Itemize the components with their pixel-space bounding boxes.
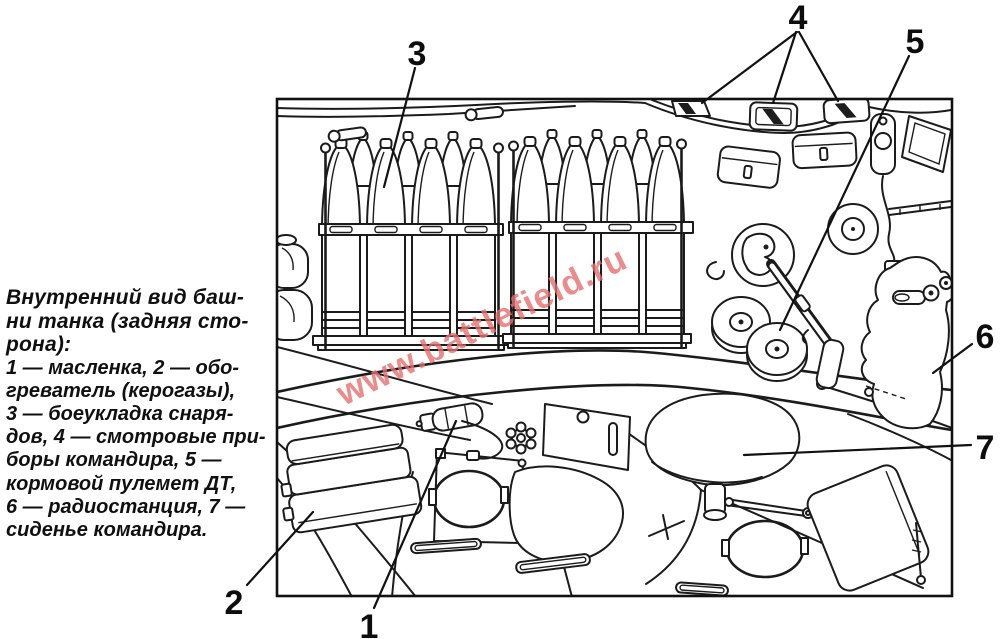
commander-seat	[644, 392, 814, 540]
dt-machine-gun	[766, 259, 845, 390]
callout-4: 4	[789, 0, 808, 37]
floor-hatch-right	[721, 519, 809, 579]
center-floor-box	[508, 465, 624, 564]
periscope-3	[822, 99, 871, 125]
gear-knob	[505, 421, 537, 455]
callout-leader-lines	[245, 30, 974, 610]
leader-6	[931, 342, 974, 375]
seat-support-arm	[725, 498, 807, 517]
callout-7: 7	[976, 429, 995, 467]
periscope-2	[748, 101, 799, 132]
caption-title: Внутренний вид баш- ни танка (задняя сто…	[6, 286, 249, 356]
floor-hatch-panel-left	[428, 448, 527, 544]
spare-barrel-tubes	[277, 234, 313, 341]
heater-kerogas	[280, 423, 423, 534]
periscope-1	[671, 100, 711, 117]
callout-1: 1	[360, 608, 379, 639]
ammo-rack	[312, 129, 694, 351]
figure-frame	[275, 97, 954, 598]
periscope-housings	[671, 99, 871, 132]
leader-2	[245, 510, 315, 587]
adjust-lever	[648, 514, 685, 540]
antenna-bracket	[870, 113, 952, 216]
callout-2: 2	[225, 584, 244, 622]
oil-can-tube	[461, 420, 504, 460]
callout-3: 3	[408, 35, 427, 73]
signal-panel	[901, 115, 952, 173]
antenna-cable	[881, 175, 896, 263]
wall-disc	[827, 203, 879, 255]
leader-3	[382, 66, 417, 189]
radio-set	[860, 256, 952, 430]
figure-caption: Внутренний вид баш- ни танка (задняя сто…	[6, 286, 282, 542]
leader-5	[778, 54, 911, 332]
floor-vent-slots	[410, 537, 729, 596]
oil-can	[415, 402, 504, 461]
leader-7	[742, 443, 973, 457]
caption-legend: 1 — масленка, 2 — обо- греватель (керога…	[6, 356, 266, 541]
lifting-handles	[327, 105, 504, 143]
callout-5: 5	[906, 23, 925, 61]
stowage-boxes	[716, 131, 858, 189]
torsion-rod	[915, 522, 922, 579]
leader-4	[700, 30, 840, 105]
leader-1	[372, 419, 458, 610]
ammo-disc-right	[746, 322, 808, 382]
callout-6: 6	[976, 318, 995, 356]
wall-bracket-panel	[542, 403, 631, 471]
hatch-cover-plate	[806, 464, 930, 592]
